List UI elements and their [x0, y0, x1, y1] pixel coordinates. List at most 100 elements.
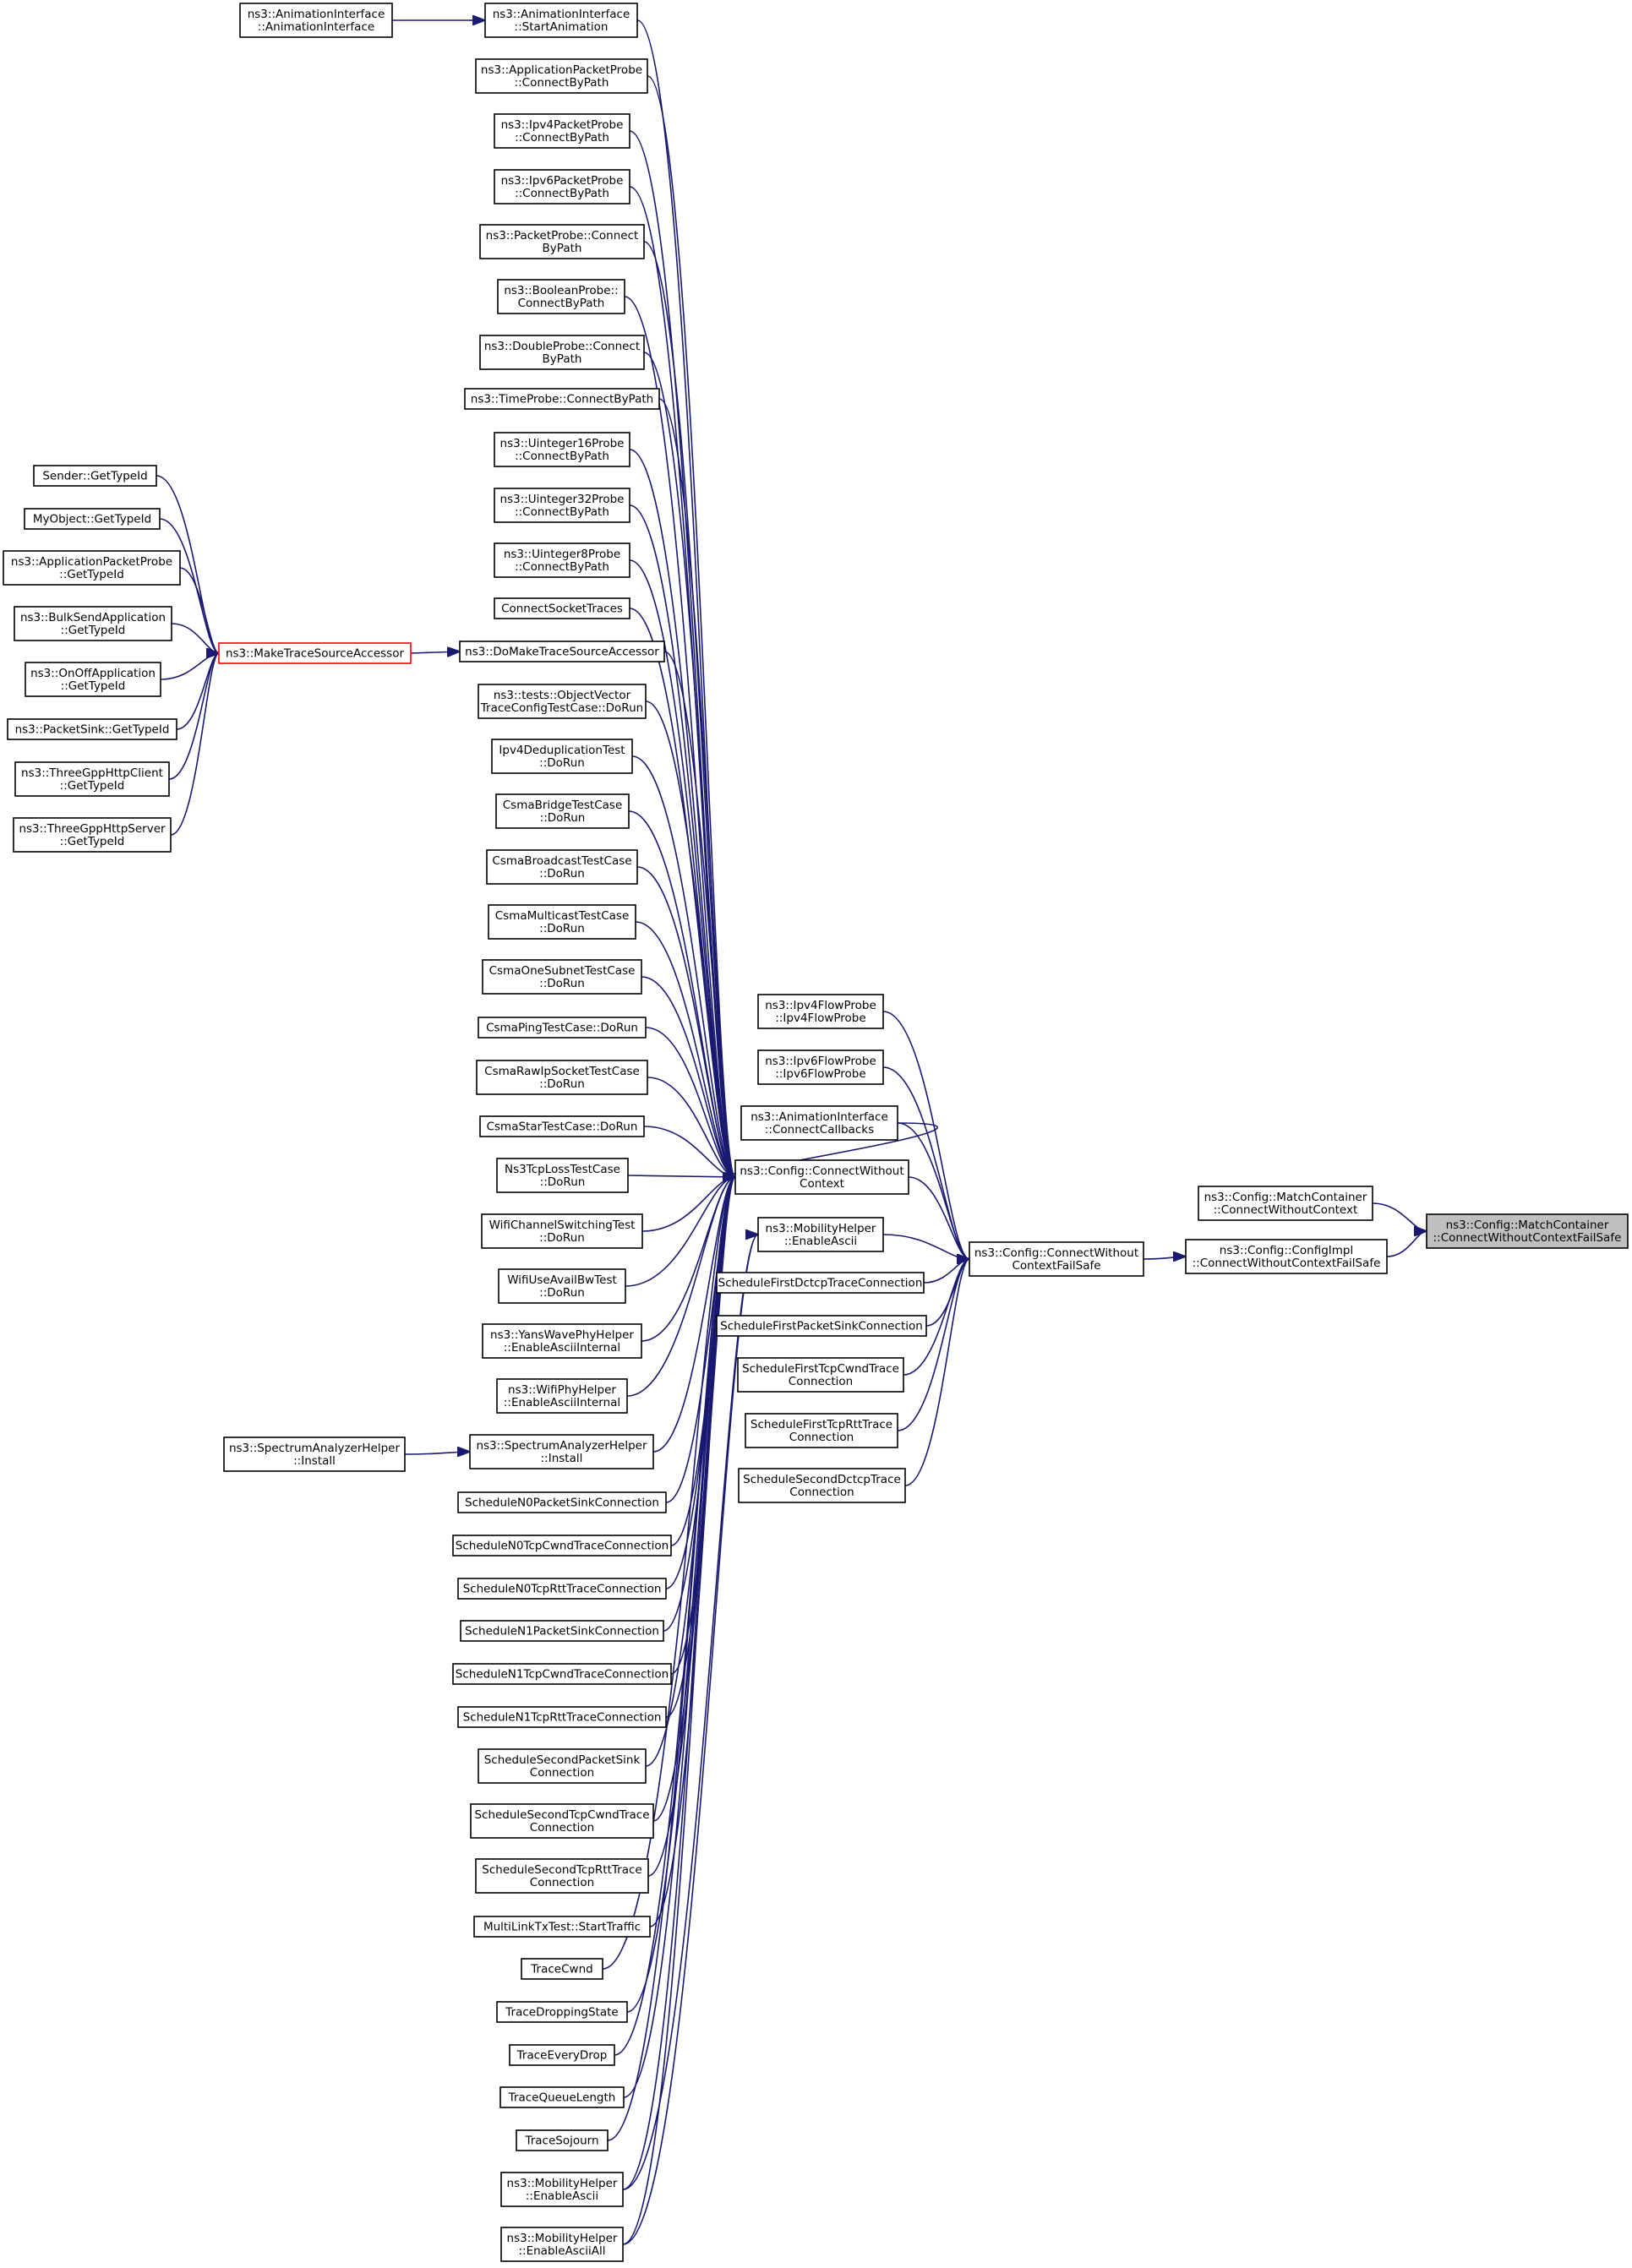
- node-label: WifiUseAvailBwTest: [507, 1273, 617, 1287]
- node-label: ns3::MobilityHelper: [766, 1222, 876, 1235]
- node-box: [457, 1578, 667, 1600]
- node-traceeverydrop[interactable]: TraceEveryDrop: [509, 2044, 615, 2066]
- edge-n2-to-n0: [1386, 1231, 1427, 1257]
- node-tracedroppingstate[interactable]: TraceDroppingState: [496, 2001, 628, 2023]
- node-ns3-ipv4flowprobe-ipv4flowprobe[interactable]: ns3::Ipv4FlowProbe::Ipv4FlowProbe: [757, 994, 884, 1029]
- node-ns3-spectrumanalyzerhelper-install[interactable]: ns3::SpectrumAnalyzerHelper::Install: [469, 1434, 654, 1469]
- node-label: ::ConnectCallbacks: [765, 1123, 874, 1137]
- node-ns3-config-connectwithoutcontextfailsafe[interactable]: ns3::Config::ConnectWithoutContextFailSa…: [969, 1241, 1144, 1277]
- node-schedulen1tcprtttraceconnection[interactable]: ScheduleN1TcpRttTraceConnection: [457, 1706, 667, 1728]
- node-ns3-onoffapplication-gettypeid[interactable]: ns3::OnOffApplication::GetTypeId: [25, 662, 161, 697]
- node-ns3-applicationpacketprobe-connectbypath[interactable]: ns3::ApplicationPacketProbe::ConnectByPa…: [475, 58, 648, 94]
- node-wifiuseavailbwtest-dorun[interactable]: WifiUseAvailBwTest::DoRun: [498, 1268, 626, 1304]
- node-ns3-packetprobe-connectbypath[interactable]: ns3::PacketProbe::ConnectByPath: [479, 224, 645, 259]
- node-label: Connection: [789, 1375, 853, 1388]
- node-box: [716, 1272, 925, 1294]
- node-ns3-animationinterface-animationinterface[interactable]: ns3::AnimationInterface::AnimationInterf…: [239, 3, 393, 38]
- node-label: ::Install: [293, 1454, 336, 1468]
- node-ns3-config-configimpl-connectwithoutcontextfailsafe[interactable]: ns3::Config::ConfigImpl::ConnectWithoutC…: [1185, 1239, 1388, 1274]
- node-ns3-threegpphttpclient-gettypeid[interactable]: ns3::ThreeGppHttpClient::GetTypeId: [14, 761, 170, 797]
- node-tracequeuelength[interactable]: TraceQueueLength: [499, 2086, 625, 2108]
- node-tracecwnd[interactable]: TraceCwnd: [521, 1958, 603, 1980]
- node-ns3-uinteger32probe-connectbypath[interactable]: ns3::Uinteger32Probe::ConnectByPath: [494, 488, 630, 523]
- node-schedulen0packetsinkconnection[interactable]: ScheduleN0PacketSinkConnection: [457, 1491, 667, 1513]
- node-label: ScheduleSecondPacketSink: [484, 1753, 641, 1767]
- node-ns3-bulksendapplication-gettypeid[interactable]: ns3::BulkSendApplication::GetTypeId: [14, 606, 172, 641]
- node-box: [484, 3, 638, 38]
- node-multilinktxtest-starttraffic[interactable]: MultiLinkTxTest::StartTraffic: [473, 1916, 651, 1938]
- node-box: [481, 1213, 643, 1249]
- node-ns3-ipv6flowprobe-ipv6flowprobe[interactable]: ns3::Ipv6FlowProbe::Ipv6FlowProbe: [757, 1049, 884, 1085]
- node-ns3-threegpphttpserver-gettypeid[interactable]: ns3::ThreeGppHttpServer::GetTypeId: [13, 817, 172, 853]
- node-ns3-config-matchcontainer-connectwithoutcontext[interactable]: ns3::Config::MatchContainer::ConnectWith…: [1198, 1186, 1373, 1221]
- node-label: ns3::ThreeGppHttpServer: [19, 822, 166, 836]
- node-csmaonesubnettestcase-dorun[interactable]: CsmaOneSubnetTestCase::DoRun: [482, 959, 642, 995]
- node-myobject-gettypeid[interactable]: MyObject::GetTypeId: [24, 508, 161, 530]
- node-label: ::StartAnimation: [515, 20, 609, 34]
- node-label: Ns3TcpLossTestCase: [505, 1163, 620, 1176]
- node-ns3-animationinterface-startanimation[interactable]: ns3::AnimationInterface::StartAnimation: [484, 3, 638, 38]
- node-ns3-uinteger8probe-connectbypath[interactable]: ns3::Uinteger8Probe::ConnectByPath: [494, 542, 630, 578]
- node-csmapingtestcase-dorun[interactable]: CsmaPingTestCase::DoRun: [478, 1017, 647, 1039]
- node-csmastartestcase-dorun[interactable]: CsmaStarTestCase::DoRun: [479, 1115, 645, 1137]
- node-tracesojourn[interactable]: TraceSojourn: [516, 2129, 609, 2151]
- node-ns3-tests-objectvectortraceconfigtestcase-dorun[interactable]: ns3::tests::ObjectVectorTraceConfigTestC…: [478, 684, 647, 719]
- node-box: [470, 1803, 654, 1839]
- node-ns3-maketracesourceaccessor[interactable]: ns3::MakeTraceSourceAccessor: [218, 642, 412, 664]
- node-ns3-applicationpacketprobe-gettypeid[interactable]: ns3::ApplicationPacketProbe::GetTypeId: [3, 550, 181, 586]
- node-csmabroadcasttestcase-dorun[interactable]: CsmaBroadcastTestCase::DoRun: [486, 849, 638, 885]
- node-ns3-config-connectwithoutcontext[interactable]: ns3::Config::ConnectWithoutContext: [734, 1159, 909, 1195]
- node-label: ::ConnectByPath: [515, 131, 609, 144]
- node-ns3-mobilityhelper-enableascii[interactable]: ns3::MobilityHelper::EnableAscii: [500, 2172, 624, 2207]
- node-label: TraceQueueLength: [508, 2091, 616, 2105]
- node-ns3-animationinterface-connectcallbacks[interactable]: ns3::AnimationInterface::ConnectCallback…: [740, 1105, 898, 1141]
- node-csmarawipsockettestcase-dorun[interactable]: CsmaRawIpSocketTestCase::DoRun: [476, 1060, 648, 1095]
- node-schedulen1packetsinkconnection[interactable]: ScheduleN1PacketSinkConnection: [460, 1620, 664, 1642]
- node-ns3-ipv4packetprobe-connectbypath[interactable]: ns3::Ipv4PacketProbe::ConnectByPath: [494, 113, 630, 149]
- node-label: Connection: [789, 1486, 854, 1499]
- node-box: [475, 58, 648, 94]
- node-ipv4deduplicationtest-dorun[interactable]: Ipv4DeduplicationTest::DoRun: [491, 739, 633, 774]
- node-ns3-doubleprobe-connectbypath[interactable]: ns3::DoubleProbe::ConnectByPath: [479, 335, 645, 370]
- node-ns3-ipv6packetprobe-connectbypath[interactable]: ns3::Ipv6PacketProbe::ConnectByPath: [494, 169, 630, 204]
- node-ns3-timeprobe-connectbypath[interactable]: ns3::TimeProbe::ConnectByPath: [464, 388, 660, 410]
- node-ns3-mobilityhelper-enableascii[interactable]: ns3::MobilityHelper::EnableAscii: [757, 1217, 884, 1252]
- node-schedulen0tcpcwndtraceconnection[interactable]: ScheduleN0TcpCwndTraceConnection: [452, 1535, 672, 1557]
- node-box: [494, 169, 630, 204]
- node-ns3-domaketracesourceaccessor[interactable]: ns3::DoMakeTraceSourceAccessor: [459, 641, 665, 662]
- edge-n41-to-n7: [652, 1177, 735, 1453]
- node-box: [745, 1413, 898, 1448]
- node-csmabridgetestcase-dorun[interactable]: CsmaBridgeTestCase::DoRun: [495, 793, 630, 829]
- node-ns3-mobilityhelper-enableasciiall[interactable]: ns3::MobilityHelper::EnableAsciiAll: [500, 2227, 624, 2262]
- node-ns3tcplosstestcase-dorun[interactable]: Ns3TcpLossTestCase::DoRun: [496, 1158, 629, 1193]
- node-box: [452, 1535, 672, 1557]
- node-wifichannelswitchingtest-dorun[interactable]: WifiChannelSwitchingTest::DoRun: [481, 1213, 643, 1249]
- node-csmamulticasttestcase-dorun[interactable]: CsmaMulticastTestCase::DoRun: [488, 904, 636, 940]
- node-ns3-uinteger16probe-connectbypath[interactable]: ns3::Uinteger16Probe::ConnectByPath: [494, 432, 630, 467]
- node-box: [478, 684, 647, 719]
- node-ns3-config-matchcontainer-connectwithoutcontextfailsafe[interactable]: ns3::Config::MatchContainer::ConnectWith…: [1426, 1213, 1629, 1249]
- node-ns3-wifiphyhelper-enableasciiinternal[interactable]: ns3::WifiPhyHelper::EnableAsciiInternal: [496, 1378, 628, 1414]
- node-sender-gettypeid[interactable]: Sender::GetTypeId: [33, 465, 157, 487]
- edge-n14-to-n7: [636, 19, 735, 1177]
- node-ns3-packetsink-gettypeid[interactable]: ns3::PacketSink::GetTypeId: [7, 718, 177, 740]
- node-schedulen1tcpcwndtraceconnection[interactable]: ScheduleN1TcpCwndTraceConnection: [452, 1663, 672, 1685]
- node-schedulefirstpacketsinkconnection[interactable]: ScheduleFirstPacketSinkConnection: [716, 1315, 927, 1337]
- node-ns3-yanswavephyhelper-enableasciiinternal[interactable]: ns3::YansWavePhyHelper::EnableAsciiInter…: [482, 1323, 642, 1359]
- node-label: ns3::AnimationInterface: [751, 1110, 888, 1124]
- node-box: [478, 1748, 647, 1784]
- node-schedulefirstdctcptraceconnection[interactable]: ScheduleFirstDctcpTraceConnection: [716, 1272, 925, 1294]
- node-schedulen0tcprtttraceconnection[interactable]: ScheduleN0TcpRttTraceConnection: [457, 1578, 667, 1600]
- node-ns3-spectrumanalyzerhelper-install[interactable]: ns3::SpectrumAnalyzerHelper::Install: [223, 1437, 406, 1472]
- node-ns3-booleanprobe-connectbypath[interactable]: ns3::BooleanProbe::ConnectByPath: [497, 279, 625, 314]
- node-box: [494, 113, 630, 149]
- node-label: MultiLinkTxTest::StartTraffic: [483, 1921, 641, 1934]
- node-connectsockettraces[interactable]: ConnectSocketTraces: [494, 597, 630, 619]
